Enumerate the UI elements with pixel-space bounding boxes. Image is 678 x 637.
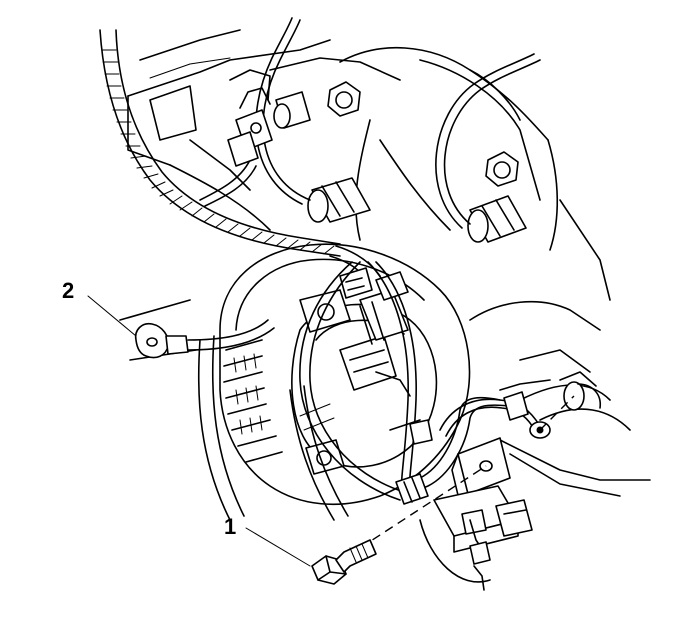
assembly-guide-lines [359,395,575,549]
alternator-stud-nut [409,419,433,445]
drive-belt [119,299,349,521]
spark-plug-wires [255,17,541,229]
callout-2: 2 [62,278,74,303]
leader-line-2 [87,295,137,337]
alternator-wires [299,261,511,505]
bracket-wire [439,391,551,439]
leader-lines [87,295,311,567]
engine-block-background [127,29,611,301]
bolt [311,539,377,585]
leader-line-1 [245,527,311,567]
alternator [219,243,471,506]
callout-1: 1 [224,514,236,539]
engine-right-side [469,300,651,497]
wiring-harness [99,29,381,283]
spark-plug-boots [273,91,527,243]
ring-terminal-cable [134,319,275,359]
connector-module [419,485,533,591]
